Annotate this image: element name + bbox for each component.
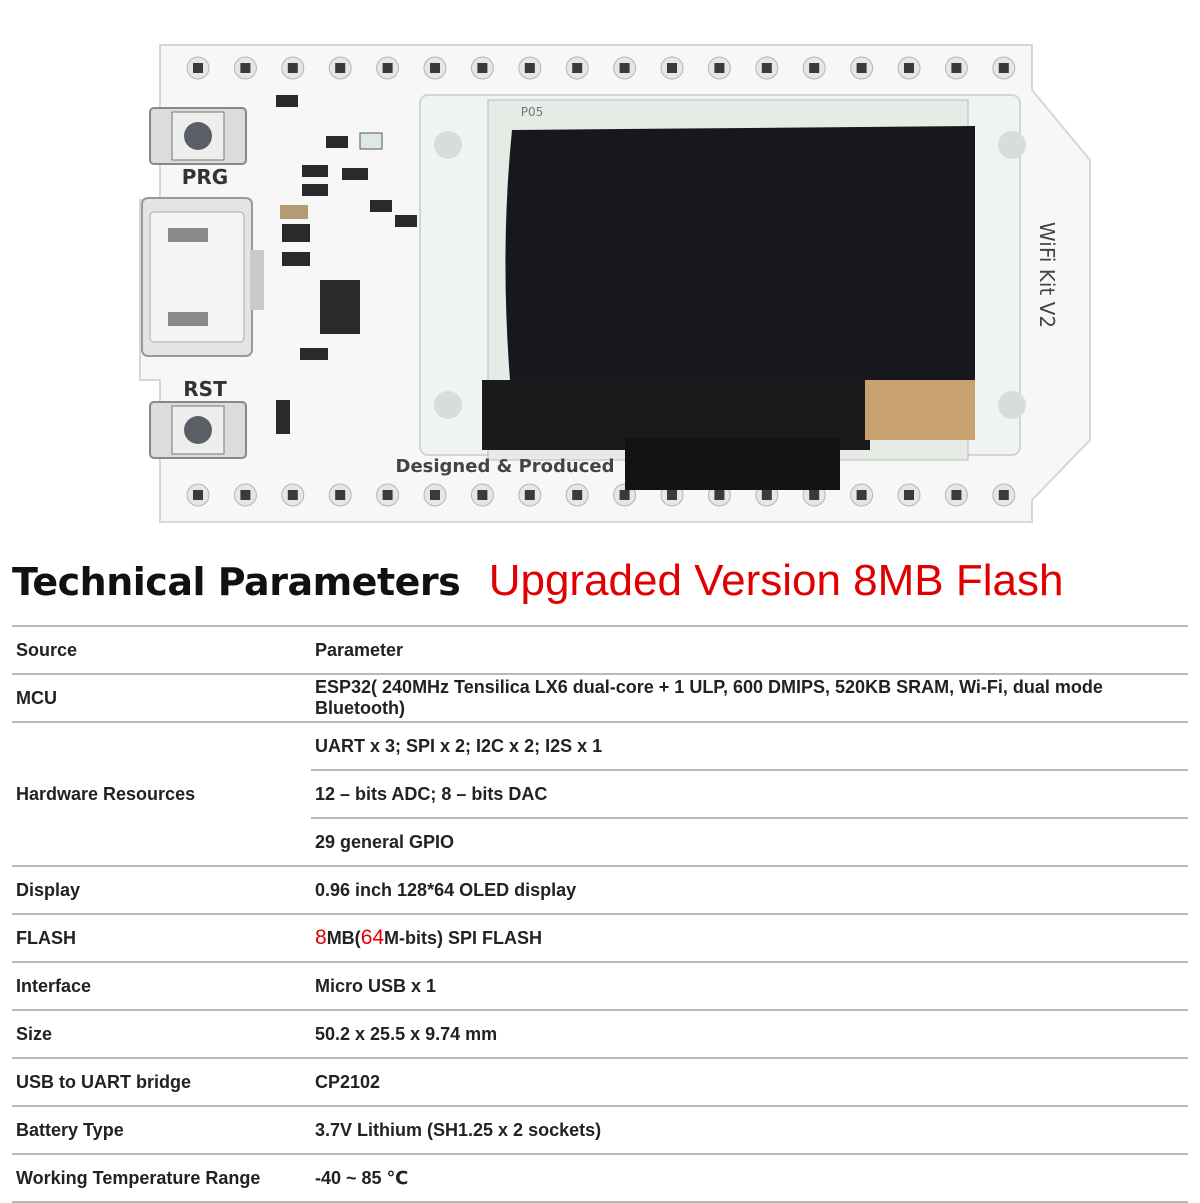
row-value: CP2102 [311,1058,1188,1107]
header-pin-core [761,490,772,500]
row-label: USB to UART bridge [12,1058,311,1107]
header-pin-core [998,490,1009,500]
rst-label: RST [183,377,227,401]
row-value: -40 ~ 85 ℃ [311,1154,1188,1203]
header-pins-top [186,56,1016,80]
rst-button [149,401,247,459]
table-row: Size 50.2 x 25.5 x 9.74 mm [12,1010,1188,1059]
header-pin-core [951,63,962,73]
row-label: Size [12,1010,311,1059]
table-row: USB to UART bridge CP2102 [12,1058,1188,1107]
flash-bits-highlight: 64 [360,926,385,949]
row-label: Interface [12,962,311,1011]
table-row: Battery Type 3.7V Lithium (SH1.25 x 2 so… [12,1106,1188,1155]
oled-display [419,94,1026,490]
row-value: Micro USB x 1 [311,962,1188,1011]
board-silkscreen: Designed & Produced [396,456,615,477]
header-pin-core [809,63,820,73]
table-header-row: Source Parameter [12,625,1188,675]
header-pin-core [382,490,393,500]
table-row: FLASH 8MB(64M-bits) SPI FLASH [12,914,1188,963]
header-pin-core [619,63,630,73]
table-row: 12 – bits ADC; 8 – bits DAC [12,770,1188,819]
header-pin-core [904,63,914,73]
header-pin-core [430,63,440,73]
table-row: Display 0.96 inch 128*64 OLED display [12,866,1188,915]
header-pin-core [761,63,772,73]
header-pin-core [809,490,820,500]
prg-label: PRG [182,165,228,189]
page-heading: Technical Parameters Upgraded Version 8M… [12,556,1063,612]
header-pin-core [714,490,725,500]
header-pins-bottom [186,483,1016,507]
header-pin-core [572,490,583,500]
header-pin-core [524,63,535,73]
header-pin-core [477,490,488,500]
header-pin-core [477,63,488,73]
header-pin-core [287,63,298,73]
header-pin-core [193,490,203,500]
header-pin-core [951,490,962,500]
header-parameter: Parameter [311,625,1188,675]
spec-table: Source Parameter MCU ESP32( 240MHz Tensi… [12,625,1188,1203]
header-pin-core [714,63,725,73]
header-pin-core [667,63,677,73]
header-pin-core [856,63,867,73]
table-row: MCU ESP32( 240MHz Tensilica LX6 dual-cor… [12,674,1188,723]
board-photo: PRG RST [139,44,1091,523]
header-pin-core [240,490,251,500]
table-row: Hardware Resources UART x 3; SPI x 2; I2… [12,722,1188,867]
row-value: 0.96 inch 128*64 OLED display [311,866,1188,915]
table-row: 29 general GPIO [12,818,1188,867]
row-value: 8MB(64M-bits) SPI FLASH [311,914,1188,963]
row-value: UART x 3; SPI x 2; I2C x 2; I2S x 1 [311,722,1188,771]
header-pin-core [572,63,583,73]
row-value: 50.2 x 25.5 x 9.74 mm [311,1010,1188,1059]
header-pin-core [335,63,346,73]
smd-components [276,95,417,434]
header-pin-core [430,490,440,500]
table-row: Working Temperature Range -40 ~ 85 ℃ [12,1154,1188,1203]
header-pin-core [667,490,677,500]
flash-unit-text: MB( [326,928,361,948]
row-label: Battery Type [12,1106,311,1155]
header-pin-core [856,490,867,500]
row-label: Working Temperature Range [12,1154,311,1203]
header-pin-core [998,63,1009,73]
flash-rest-text: M-bits) SPI FLASH [384,928,543,948]
row-value: 29 general GPIO [311,818,1188,867]
oled-label: P05 [521,105,544,119]
header-pin-core [335,490,346,500]
table-row: Interface Micro USB x 1 [12,962,1188,1011]
header-source: Source [12,625,311,675]
page-title: Technical Parameters [12,560,461,604]
header-pin-core [193,63,203,73]
micro-usb-port [141,197,264,357]
board-side-text: WiFi Kit V2 [1035,222,1059,328]
row-label: FLASH [12,914,311,963]
row-value: 3.7V Lithium (SH1.25 x 2 sockets) [311,1106,1188,1155]
header-pin-core [619,490,630,500]
header-pin-core [524,490,535,500]
prg-button [149,107,247,165]
row-value: ESP32( 240MHz Tensilica LX6 dual-core + … [311,674,1188,723]
row-label: Hardware Resources [12,722,311,867]
header-pin-core [287,490,298,500]
flash-size-highlight: 8 [315,926,327,949]
header-pin-core [904,490,914,500]
row-value: 12 – bits ADC; 8 – bits DAC [311,770,1188,819]
header-pin-core [240,63,251,73]
row-label: Display [12,866,311,915]
page-subtitle: Upgraded Version 8MB Flash [488,556,1064,605]
header-pin-core [382,63,393,73]
row-label: MCU [12,674,311,723]
